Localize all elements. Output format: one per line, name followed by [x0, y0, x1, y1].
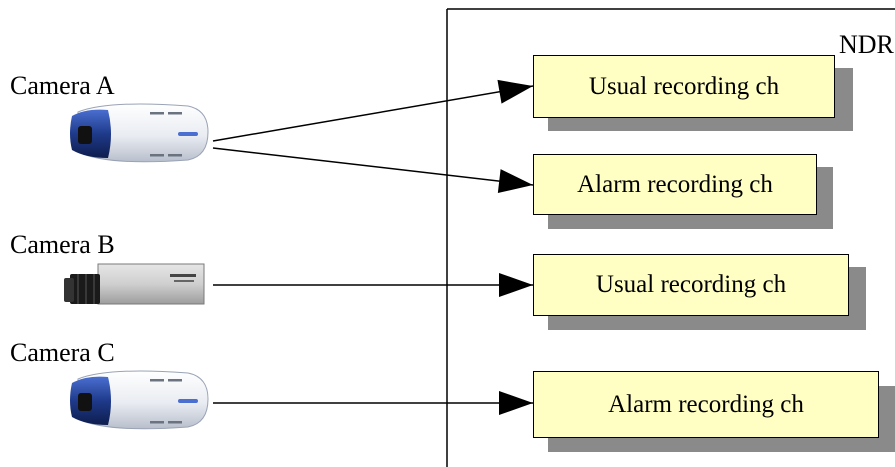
camera-c-label: Camera C [10, 338, 115, 367]
ndr-label: NDR [839, 30, 894, 59]
channel-box-usual-b: Usual recording ch [533, 254, 849, 316]
box-camera-icon [64, 263, 205, 305]
arrowhead-icon [499, 391, 533, 415]
channel-box-usual-a: Usual recording ch [533, 55, 835, 118]
ndr-frame [446, 8, 895, 467]
camera-b-label: Camera B [10, 230, 115, 259]
channel-box-alarm-a: Alarm recording ch [533, 154, 817, 215]
connection-line [212, 85, 534, 142]
connection-lines [212, 79, 534, 415]
arrowhead-icon [499, 273, 533, 297]
arrowhead-icon [497, 79, 533, 104]
arrowhead-icon [497, 169, 533, 194]
camera-a-label: Camera A [10, 71, 115, 100]
channel-box-alarm-c: Alarm recording ch [533, 371, 879, 438]
connection-line [212, 147, 534, 186]
dome-camera-icon [70, 370, 209, 430]
dome-camera-icon [70, 103, 209, 163]
